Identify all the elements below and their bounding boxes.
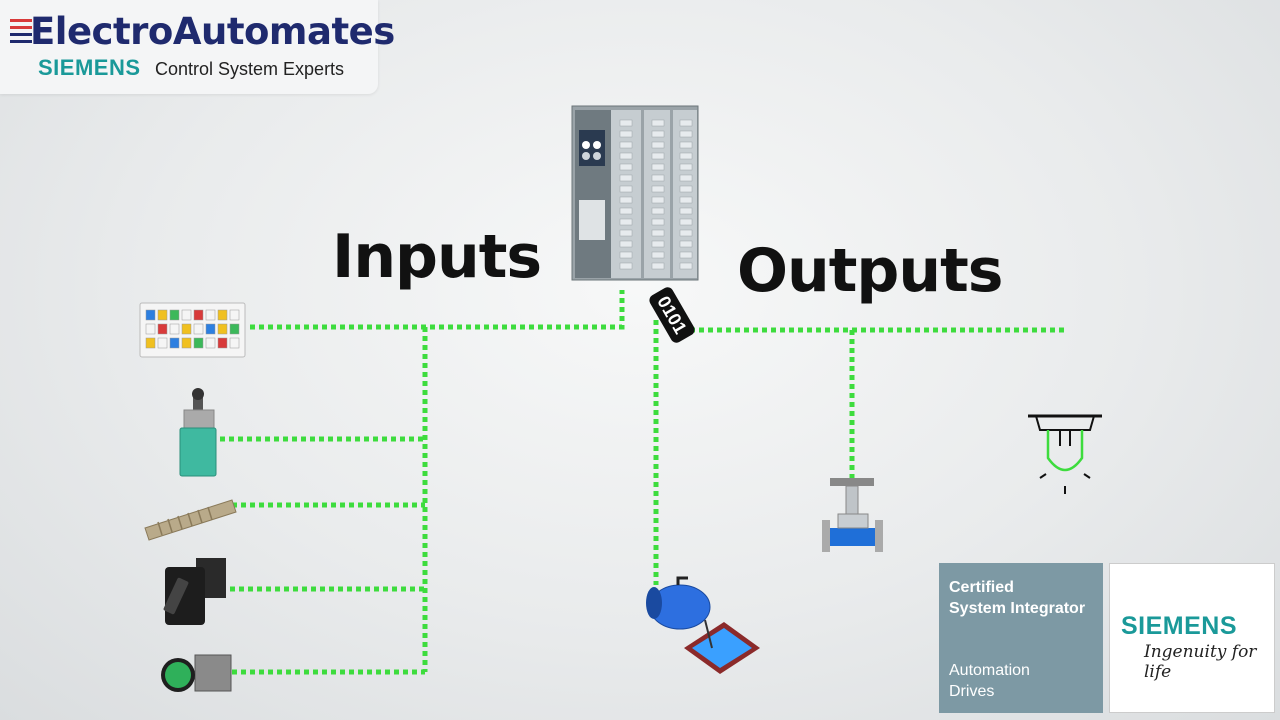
plc-io-slot [679, 163, 693, 171]
keypad-key [169, 323, 180, 335]
plc-io-slot [679, 262, 693, 270]
signal-badge: 0101 [649, 287, 695, 343]
keypad-key [157, 309, 168, 321]
keypad-key [145, 323, 156, 335]
plc-io-slot [651, 262, 665, 270]
link-lines [220, 290, 1068, 675]
plc-io-slot [651, 119, 665, 127]
plc-io-slot [651, 218, 665, 226]
plc-io-slot [651, 152, 665, 160]
plc-io-slot [651, 185, 665, 193]
cert-subtitle: System Integrator [949, 600, 1086, 617]
keypad-key [145, 309, 156, 321]
plc-io-slot [679, 218, 693, 226]
keypad-icon [139, 302, 246, 358]
brand-tagline: Control System Experts [155, 59, 345, 79]
siemens-logo: SIEMENS [1121, 612, 1238, 640]
keypad-key [157, 337, 168, 349]
keypad-key [157, 323, 168, 335]
push-button-icon [161, 654, 232, 692]
plc-io-slot [619, 240, 633, 248]
valve-icon [822, 478, 883, 552]
selector-switch-icon [163, 558, 226, 625]
brand-title: ElectroAutomates [30, 10, 395, 53]
plc-io-slot [651, 207, 665, 215]
plc-io-slot [619, 141, 633, 149]
keypad-key [181, 337, 192, 349]
plc-io-slot [651, 141, 665, 149]
keypad-key [217, 337, 228, 349]
siemens-logo-panel: SIEMENS Ingenuity for life [1109, 563, 1275, 713]
plc-io-slot [651, 174, 665, 182]
plc-io-slot [619, 218, 633, 226]
keypad-key [205, 309, 216, 321]
plc-io-slot [651, 130, 665, 138]
plc-io-slot [651, 229, 665, 237]
plc-io-slot [619, 163, 633, 171]
plc-io-slot [651, 251, 665, 259]
brand-siemens: SIEMENS [38, 55, 141, 80]
proximity-sensor-icon [144, 499, 237, 541]
plc-io-slot [679, 207, 693, 215]
motor-pump-icon [646, 576, 760, 674]
cert-area-automation: Automation [949, 662, 1030, 679]
plc-io-slot [651, 196, 665, 204]
keypad-key [205, 337, 216, 349]
keypad-key [193, 309, 204, 321]
keypad-key [169, 337, 180, 349]
limit-switch-icon [179, 388, 217, 477]
plc-io-slot [619, 207, 633, 215]
plc-io-slot [619, 229, 633, 237]
keypad-key [229, 323, 240, 335]
keypad-key [193, 337, 204, 349]
brand-stripes-icon [10, 19, 32, 43]
keypad-key [229, 337, 240, 349]
keypad-key [181, 323, 192, 335]
plc-io-slot [679, 141, 693, 149]
plc-icon [571, 105, 699, 281]
plc-io-slot [651, 163, 665, 171]
lamp-icon [1028, 414, 1102, 494]
cert-area-drives: Drives [949, 683, 995, 700]
plc-io-slot [679, 229, 693, 237]
siemens-slogan: Ingenuity for life [1144, 642, 1257, 682]
certification-panel: Certified System Integrator Automation D… [939, 563, 1103, 713]
plc-io-slot [679, 251, 693, 259]
keypad-key [229, 309, 240, 321]
plc-io-slot [619, 152, 633, 160]
keypad-key [193, 323, 204, 335]
plc-io-slot [679, 152, 693, 160]
plc-io-slot [619, 251, 633, 259]
plc-io-slot [619, 196, 633, 204]
keypad-key [169, 309, 180, 321]
plc-io-slot [679, 240, 693, 248]
plc-io-slot [679, 196, 693, 204]
plc-io-slot [619, 262, 633, 270]
keypad-key [145, 337, 156, 349]
plc-io-slot [651, 240, 665, 248]
plc-io-slot [679, 130, 693, 138]
keypad-key [181, 309, 192, 321]
cert-title: Certified [949, 579, 1014, 596]
inputs-heading: Inputs [332, 222, 542, 292]
keypad-key [205, 323, 216, 335]
plc-io-slot [679, 119, 693, 127]
keypad-key [217, 323, 228, 335]
keypad-key [217, 309, 228, 321]
plc-io-slot [619, 174, 633, 182]
plc-io-slot [679, 174, 693, 182]
input-trunk-line [250, 290, 625, 330]
plc-io-slot [619, 185, 633, 193]
plc-io-slot [619, 130, 633, 138]
plc-io-slot [679, 185, 693, 193]
outputs-heading: Outputs [737, 236, 1003, 306]
plc-io-slot [619, 119, 633, 127]
brand-logo-panel: ElectroAutomates SIEMENS Control System … [0, 0, 395, 94]
